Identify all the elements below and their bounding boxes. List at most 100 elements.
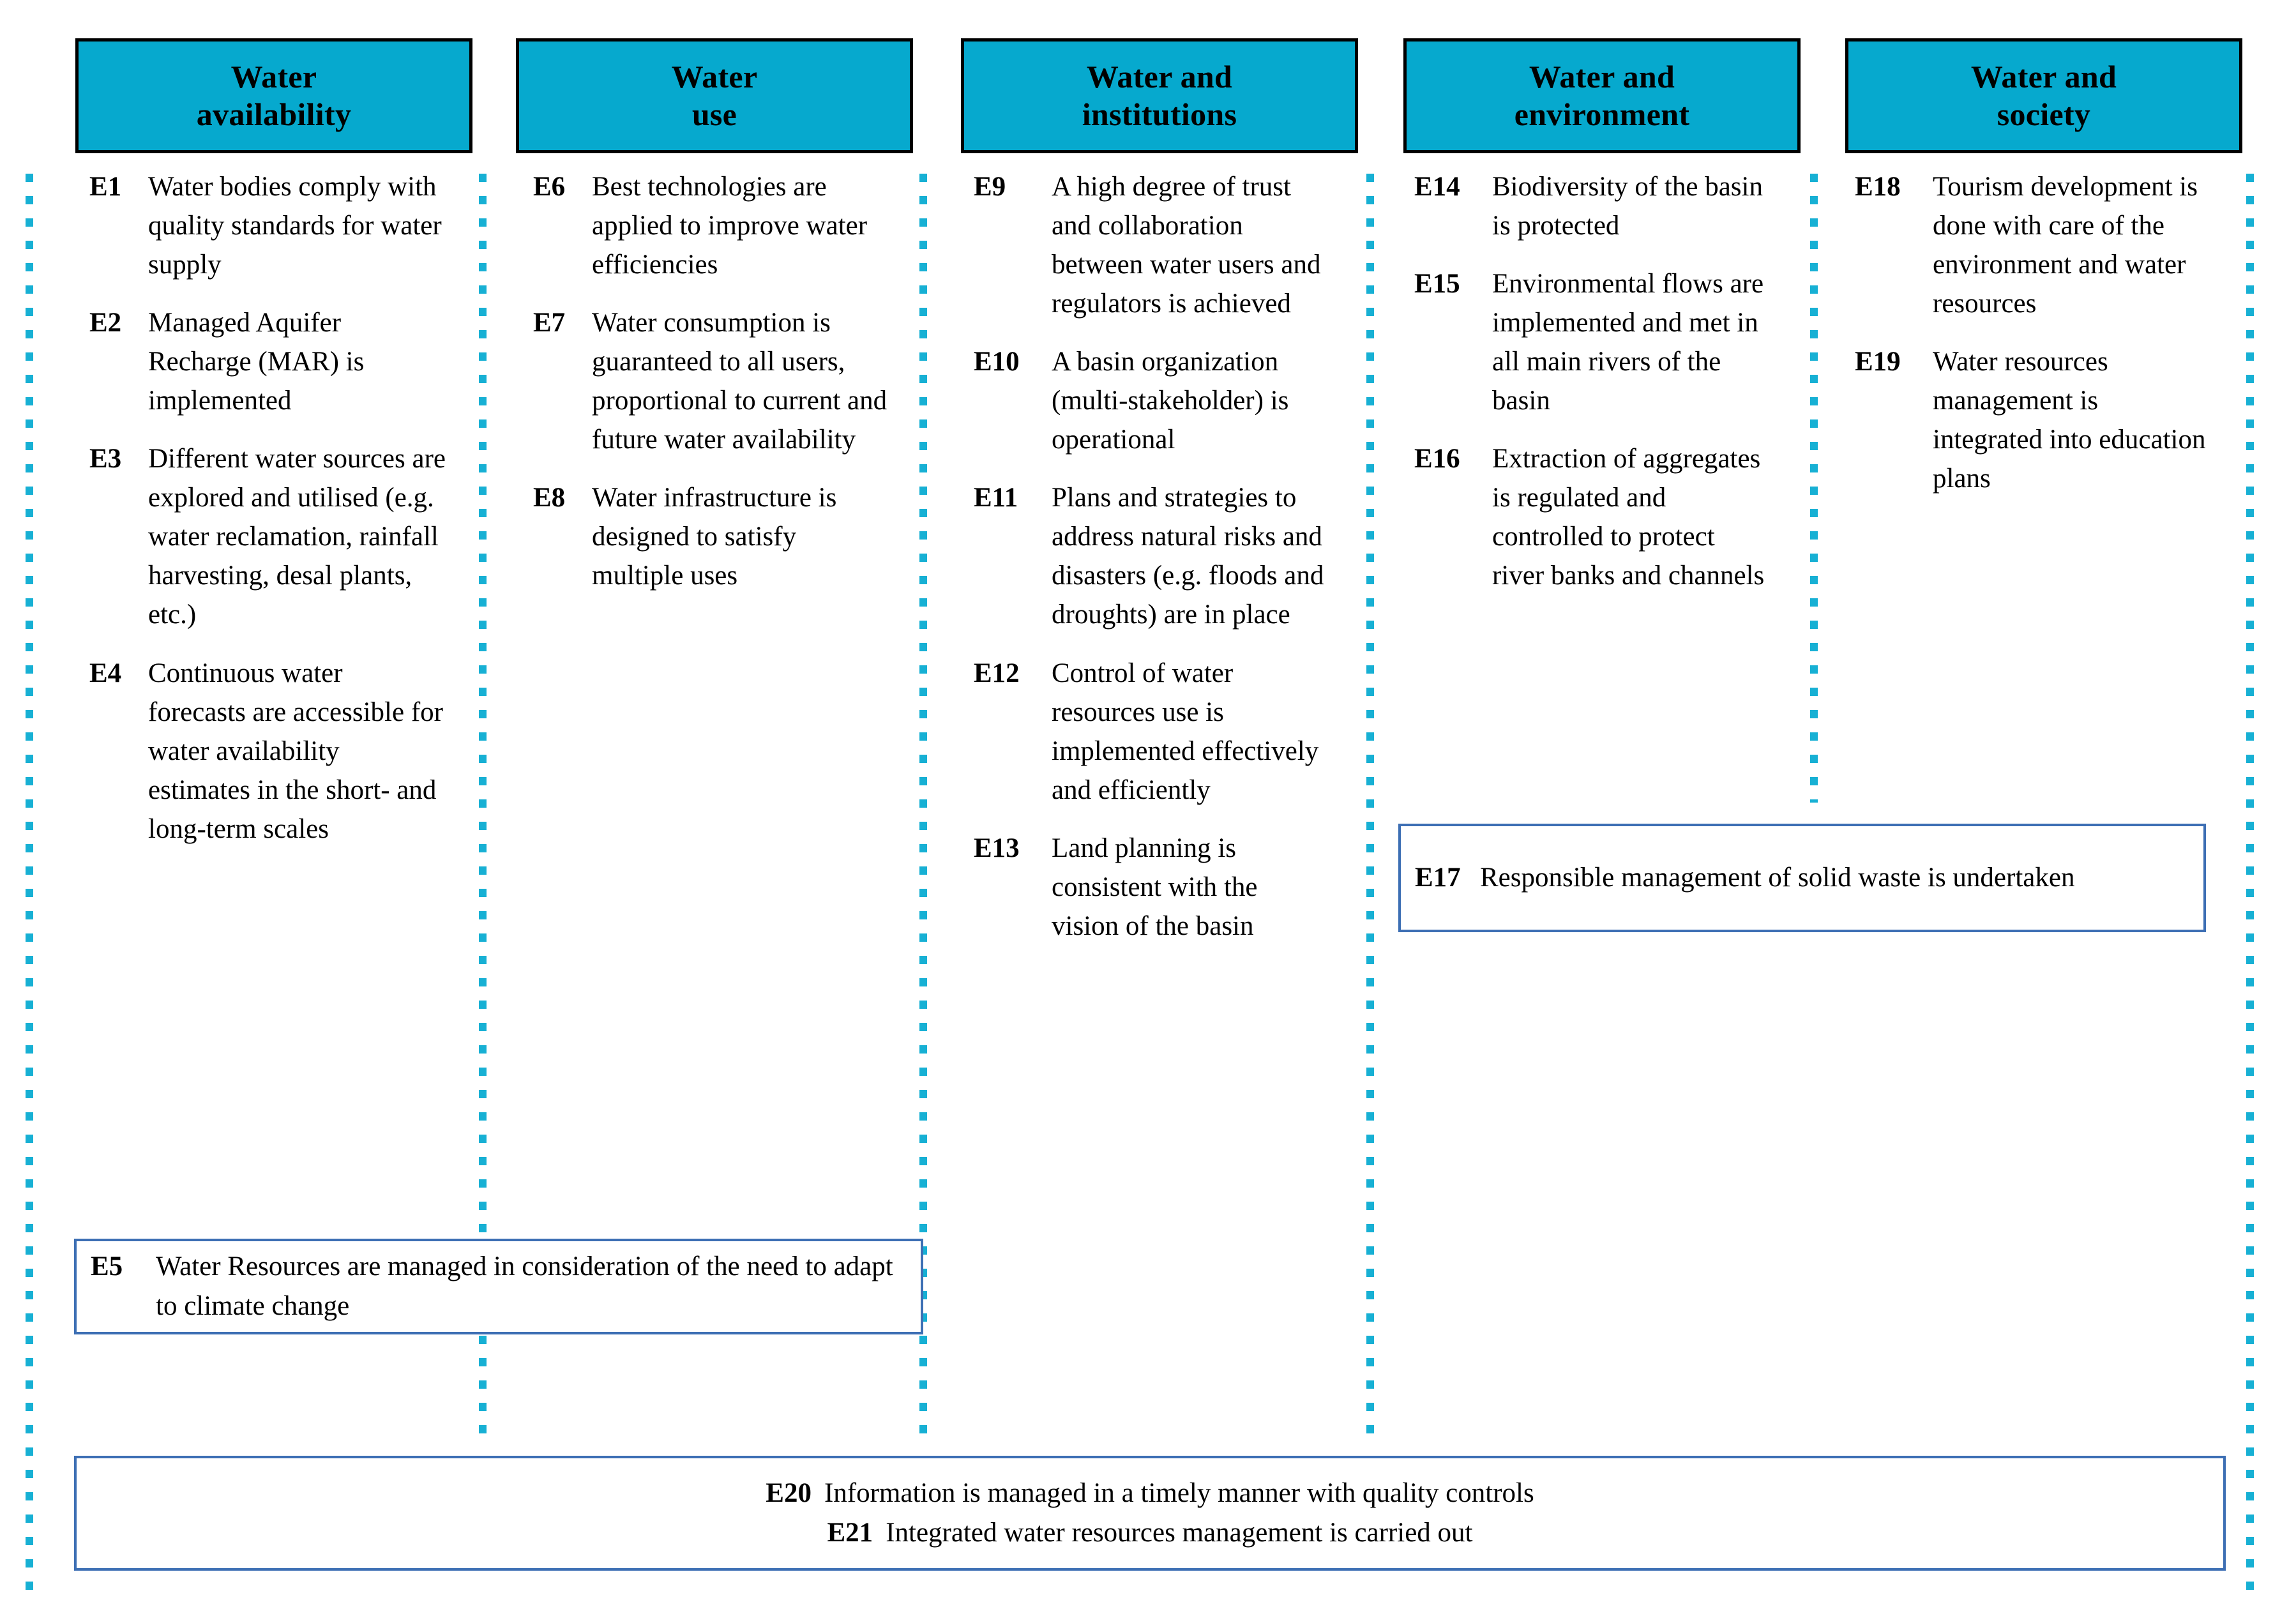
- list-item: E9 A high degree of trust and collaborat…: [974, 167, 1331, 323]
- header-line-1: Water: [230, 59, 317, 94]
- dotted-separator-2-3: [919, 174, 927, 1438]
- item-code: E6: [533, 172, 566, 202]
- item-text: Water infrastructure is designed to sati…: [592, 483, 837, 591]
- column-header-water-and-institutions[interactable]: Water and institutions: [961, 38, 1358, 153]
- column-header-water-availability[interactable]: Water availability: [75, 38, 472, 153]
- item-text: A high degree of trust and collaboration…: [1052, 172, 1321, 319]
- item-code: E10: [974, 347, 1020, 377]
- list-item: E8 Water infrastructure is designed to s…: [533, 478, 891, 595]
- item-code: E21: [827, 1518, 873, 1548]
- item-text: A basin organization (multi-stakeholder)…: [1052, 347, 1289, 455]
- list-item: E3 Different water sources are explored …: [89, 439, 447, 634]
- item-code: E9: [974, 172, 1006, 202]
- cross-cutting-box-content: E20 Information is managed in a timely m…: [77, 1470, 2223, 1557]
- item-text: Integrated water resources management is…: [886, 1518, 1473, 1548]
- list-item: E12 Control of water resources use is im…: [974, 654, 1331, 810]
- item-code: E17: [1415, 862, 1461, 893]
- item-text: Land planning is consistent with the vis…: [1052, 833, 1258, 941]
- item-text: Water consumption is guaranteed to all u…: [592, 308, 887, 455]
- item-text: Managed Aquifer Recharge (MAR) is implem…: [148, 308, 365, 416]
- list-item: E1 Water bodies comply with quality stan…: [89, 167, 447, 284]
- item-code: E1: [89, 172, 122, 202]
- cross-cutting-box-content: E17 Responsible management of solid wast…: [1401, 854, 2203, 902]
- header-line-1: Water and: [1970, 59, 2117, 94]
- item-text: Environmental flows are implemented and …: [1492, 269, 1764, 416]
- header-line-2: environment: [1514, 96, 1690, 132]
- header-line-2: availability: [196, 96, 352, 132]
- list-item: E13 Land planning is consistent with the…: [974, 829, 1331, 946]
- header-line-1: Water and: [1086, 59, 1233, 94]
- item-text: Tourism development is done with care of…: [1933, 172, 2198, 319]
- item-code: E3: [89, 444, 122, 474]
- list-item: E4 Continuous water forecasts are access…: [89, 654, 447, 849]
- header-line-2: use: [691, 96, 737, 132]
- column-header-title: Water and society: [1971, 58, 2117, 133]
- item-text: Different water sources are explored and…: [148, 444, 446, 630]
- item-code: E14: [1414, 172, 1460, 202]
- list-item: E2 Managed Aquifer Recharge (MAR) is imp…: [89, 303, 447, 420]
- column-list-water-availability: E1 Water bodies comply with quality stan…: [89, 167, 447, 868]
- cross-cutting-line: E5 Water Resources are managed in consid…: [91, 1247, 907, 1327]
- item-text: Best technologies are applied to improve…: [592, 172, 868, 280]
- list-item: E15 Environmental flows are implemented …: [1414, 264, 1772, 420]
- column-header-title: Water use: [672, 58, 758, 133]
- header-line-2: society: [1997, 96, 2091, 132]
- column-header-water-and-society[interactable]: Water and society: [1845, 38, 2242, 153]
- dotted-separator-right: [2246, 174, 2254, 1598]
- item-code: E11: [974, 483, 1018, 513]
- item-text: Control of water resources use is implem…: [1052, 658, 1319, 805]
- header-line-1: Water: [671, 59, 758, 94]
- cross-cutting-box-e17: E17 Responsible management of solid wast…: [1398, 824, 2206, 932]
- list-item: E11 Plans and strategies to address natu…: [974, 478, 1331, 634]
- item-code: E5: [91, 1251, 123, 1281]
- list-item: E19 Water resources management is integr…: [1855, 342, 2212, 498]
- column-header-title: Water and institutions: [1082, 58, 1237, 133]
- item-code: E12: [974, 658, 1020, 688]
- item-code: E7: [533, 308, 566, 338]
- cross-cutting-box-e5: E5 Water Resources are managed in consid…: [74, 1239, 923, 1334]
- item-code: E18: [1855, 172, 1901, 202]
- cross-cutting-line: E17 Responsible management of solid wast…: [1415, 858, 2189, 898]
- list-item: E16 Extraction of aggregates is regulate…: [1414, 439, 1772, 595]
- column-list-water-and-society: E18 Tourism development is done with car…: [1855, 167, 2212, 517]
- cross-cutting-box-content: E5 Water Resources are managed in consid…: [77, 1243, 921, 1331]
- item-code: E8: [533, 483, 566, 513]
- item-text: Biodiversity of the basin is protected: [1492, 172, 1763, 241]
- column-header-title: Water and environment: [1514, 58, 1690, 133]
- dotted-separator-left: [26, 174, 33, 1598]
- list-item: E14 Biodiversity of the basin is protect…: [1414, 167, 1772, 245]
- column-list-water-use: E6 Best technologies are applied to impr…: [533, 167, 891, 614]
- column-header-water-use[interactable]: Water use: [516, 38, 913, 153]
- item-text: Water resources management is integrated…: [1933, 347, 2206, 494]
- item-text: Water Resources are managed in considera…: [156, 1251, 893, 1321]
- header-line-2: institutions: [1082, 96, 1237, 132]
- item-text: Extraction of aggregates is regulated an…: [1492, 444, 1765, 591]
- cross-cutting-line: E21 Integrated water resources managemen…: [91, 1513, 2209, 1553]
- list-item: E7 Water consumption is guaranteed to al…: [533, 303, 891, 459]
- item-code: E2: [89, 308, 122, 338]
- column-header-title: Water availability: [197, 58, 352, 133]
- list-item: E18 Tourism development is done with car…: [1855, 167, 2212, 323]
- item-code: E20: [766, 1477, 812, 1508]
- item-text: Responsible management of solid waste is…: [1480, 862, 2075, 893]
- header-line-1: Water and: [1529, 59, 1675, 94]
- item-text: Continuous water forecasts are accessibl…: [148, 658, 443, 844]
- item-text: Information is managed in a timely manne…: [824, 1477, 1534, 1508]
- column-list-water-and-institutions: E9 A high degree of trust and collaborat…: [974, 167, 1331, 965]
- dotted-separator-3-4: [1366, 174, 1374, 1438]
- item-code: E13: [974, 833, 1020, 863]
- column-header-water-and-environment[interactable]: Water and environment: [1403, 38, 1801, 153]
- dotted-separator-4-5: [1810, 174, 1818, 803]
- item-code: E4: [89, 658, 122, 688]
- item-code: E16: [1414, 444, 1460, 474]
- dotted-separator-1-2: [479, 174, 487, 1438]
- cross-cutting-box-e20-e21: E20 Information is managed in a timely m…: [74, 1456, 2226, 1571]
- column-list-water-and-environment: E14 Biodiversity of the basin is protect…: [1414, 167, 1772, 614]
- item-code: E15: [1414, 269, 1460, 299]
- cross-cutting-line: E20 Information is managed in a timely m…: [91, 1474, 2209, 1513]
- list-item: E10 A basin organization (multi-stakehol…: [974, 342, 1331, 459]
- list-item: E6 Best technologies are applied to impr…: [533, 167, 891, 284]
- item-text: Water bodies comply with quality standar…: [148, 172, 442, 280]
- item-code: E19: [1855, 347, 1901, 377]
